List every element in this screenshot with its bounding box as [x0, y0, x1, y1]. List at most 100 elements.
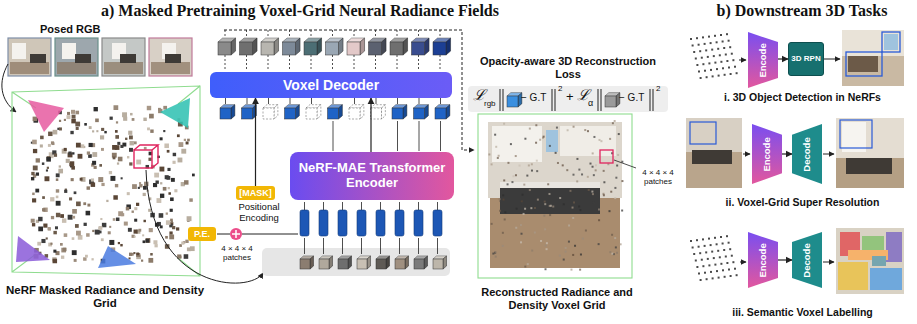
voxel-point: [144, 147, 147, 150]
voxel-point: [108, 231, 111, 234]
voxel-point: [118, 242, 120, 244]
decor-shape: [710, 69, 712, 71]
label-text: a) Masked Pretraining Voxel-Grid Neural …: [40, 2, 560, 20]
decor-shape: [711, 49, 713, 51]
voxel-point: [581, 173, 583, 175]
decor-shape: [720, 61, 722, 63]
token-link: [333, 98, 334, 104]
decor-shape: [424, 256, 428, 269]
voxel-point: [129, 135, 133, 139]
decor-shape: [717, 250, 719, 252]
photo-cabinet: [12, 43, 26, 59]
voxel-point: [110, 176, 115, 181]
voxel-point: [139, 182, 141, 184]
label-text: α: [588, 98, 593, 108]
node-text: Encode: [758, 243, 769, 277]
voxel-point: [32, 140, 37, 145]
label-text: 4 × 4 × 4 patches: [636, 168, 680, 186]
voxel-point: [184, 139, 186, 141]
embedding-token: [395, 210, 404, 236]
voxel-point: [592, 152, 594, 154]
token-link: [247, 98, 248, 104]
voxel-point: [59, 165, 61, 167]
voxel-point: [133, 252, 135, 254]
decor-shape: [730, 275, 732, 277]
voxel-point: [593, 136, 595, 138]
decor-shape: [707, 258, 709, 260]
voxel-cube: [390, 38, 408, 55]
token-link: [225, 98, 226, 104]
voxel-point: [87, 204, 90, 207]
voxel-point: [120, 244, 122, 246]
scene-island: [846, 158, 892, 174]
voxel-point: [35, 189, 39, 193]
decor-shape: [357, 259, 367, 269]
token-link: [440, 121, 441, 151]
voxel-cube: [435, 105, 450, 119]
flow-arrow: [823, 154, 834, 155]
decor-shape: [699, 252, 701, 254]
embedding-token: [300, 210, 309, 236]
voxel-point: [114, 105, 119, 110]
voxel-point: [47, 167, 49, 169]
voxel-point: [181, 242, 184, 245]
voxel-point: [40, 136, 44, 140]
voxel-point: [74, 191, 77, 194]
voxel-point: [515, 155, 517, 157]
label-text: iii. Semantic Voxel Labelling: [690, 306, 915, 318]
voxel-point: [80, 144, 84, 148]
voxel-point: [115, 135, 119, 139]
decor-shape: [403, 38, 408, 55]
voxel-point: [64, 148, 67, 151]
voxel-point: [76, 127, 79, 130]
photo-floor: [104, 62, 143, 74]
voxel-point: [546, 248, 548, 250]
photo-counter: [30, 54, 46, 63]
zoom-box: [840, 120, 872, 148]
voxel-cube: [283, 38, 301, 55]
voxel-cube: [338, 256, 352, 269]
voxel-point: [37, 242, 41, 246]
voxel-point: [101, 183, 104, 186]
scene-window: [884, 34, 898, 50]
voxel-point: [587, 130, 589, 132]
voxel-cube: [371, 105, 386, 119]
voxel-point: [48, 132, 52, 136]
voxel-point: [146, 239, 149, 242]
label-text: rgb: [484, 99, 496, 108]
voxel-point: [515, 174, 517, 176]
voxel-point: [530, 207, 532, 209]
voxel-cube: [433, 38, 451, 55]
embedding-token: [414, 210, 423, 236]
voxel-point: [176, 227, 179, 230]
voxel-point: [136, 203, 139, 206]
token-link: [323, 238, 324, 254]
voxel-point: [42, 162, 44, 164]
loss-panel: [468, 86, 668, 112]
token-link: [418, 238, 419, 254]
voxel-point: [523, 213, 525, 215]
decor-shape: [349, 108, 360, 119]
decor-shape: [710, 42, 712, 44]
decor-shape: [360, 38, 365, 55]
decor-shape: [707, 56, 709, 58]
decor-shape: [714, 264, 716, 266]
voxel-point: [172, 226, 175, 229]
decor-shape: [296, 105, 300, 119]
voxel-point: [75, 122, 80, 127]
voxel-point: [593, 202, 595, 204]
voxel-cube: [507, 93, 522, 107]
voxel-point: [128, 228, 132, 232]
voxel-point: [100, 135, 104, 139]
label-text: +: [566, 90, 574, 105]
voxel-point: [64, 119, 66, 121]
connector: [778, 58, 788, 59]
voxel-point: [53, 259, 58, 264]
voxel-point: [109, 226, 111, 228]
voxel-point: [167, 168, 170, 171]
voxel-point: [488, 153, 490, 155]
connector: [782, 153, 792, 154]
voxel-point: [51, 216, 54, 219]
token-link: [419, 98, 420, 104]
token-link: [361, 238, 362, 254]
